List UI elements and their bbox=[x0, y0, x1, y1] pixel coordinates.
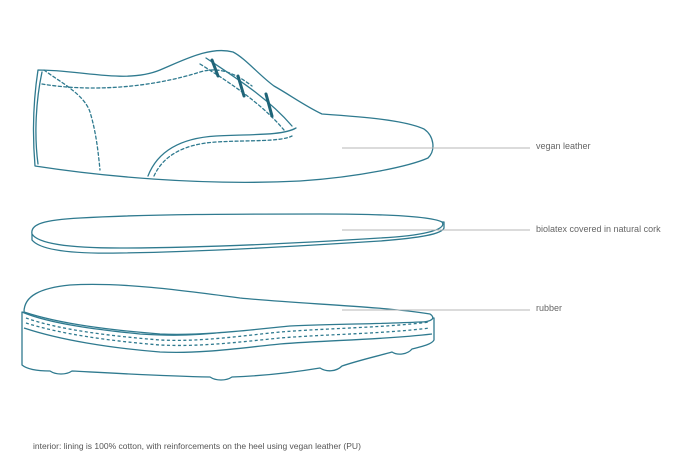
insole-top bbox=[31, 213, 444, 249]
shoe-upper bbox=[32, 50, 434, 183]
lace-3 bbox=[264, 92, 274, 118]
eyestay bbox=[205, 57, 293, 127]
collar-stitching bbox=[41, 69, 253, 89]
laces bbox=[210, 58, 274, 118]
lace-1 bbox=[210, 58, 220, 78]
welt-stitching-2 bbox=[25, 322, 431, 347]
footnote-interior: interior: lining is 100% cotton, with re… bbox=[33, 441, 361, 451]
outsole bbox=[21, 283, 435, 381]
eyestay-stitching bbox=[199, 63, 285, 131]
label-insole-material: biolatex covered in natural cork bbox=[536, 224, 661, 234]
welt-line bbox=[23, 327, 433, 354]
outsole-top bbox=[23, 283, 434, 336]
label-rubber: rubber bbox=[536, 303, 563, 313]
leader-lines bbox=[342, 147, 530, 311]
label-vegan-leather: vegan leather bbox=[536, 141, 591, 151]
insole bbox=[31, 213, 445, 254]
heel-counter bbox=[35, 71, 43, 165]
vamp-seam bbox=[147, 127, 297, 177]
heel-stitching bbox=[43, 69, 101, 171]
lace-2 bbox=[236, 74, 246, 98]
welt-stitching-1 bbox=[25, 317, 431, 342]
upper-outline bbox=[32, 50, 434, 183]
vamp-stitching bbox=[153, 135, 293, 177]
